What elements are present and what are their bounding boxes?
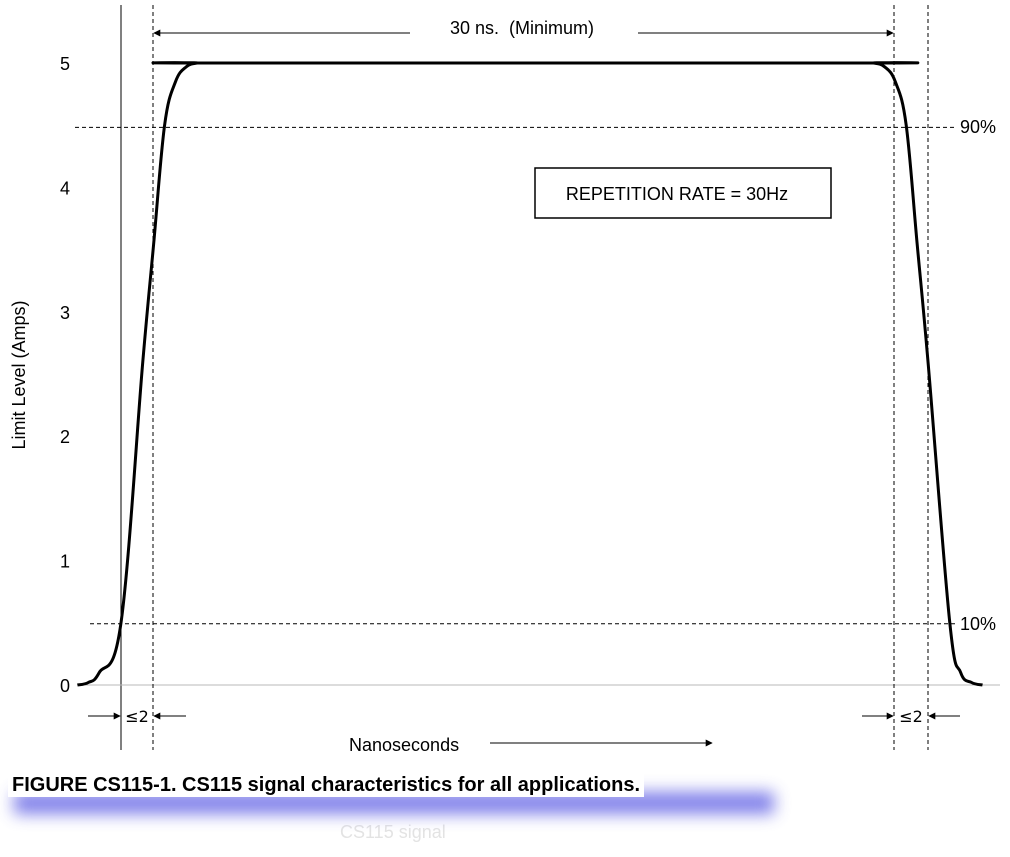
x-axis-label: Nanoseconds (349, 735, 459, 755)
repetition-rate-label: REPETITION RATE = 30Hz (566, 184, 788, 204)
pulse-waveform (77, 61, 983, 687)
pulse-chart: 0 1 2 3 4 5 Limit Level (Amps) 90% 10% 30 ns.… (9, 5, 1000, 755)
y-tick-label: 5 (60, 54, 70, 74)
y-tick-label: 3 (60, 303, 70, 323)
ghost-text: CS115 signal (340, 822, 446, 842)
y-tick-label: 1 (60, 552, 70, 572)
y-tick-label: 0 (60, 676, 70, 696)
fall-time-label: ≤2 (899, 707, 923, 726)
y-tick-labels: 0 1 2 3 4 5 (60, 54, 70, 696)
figure-caption-wrap: FIGURE CS115-1. CS115 signal characteris… (8, 774, 774, 814)
figure-caption: FIGURE CS115-1. CS115 signal characteris… (8, 774, 645, 797)
pulse-width-label: 30 ns. (Minimum) (450, 18, 594, 38)
threshold-10-label: 10% (960, 614, 996, 634)
rise-time-label: ≤2 (125, 707, 149, 726)
repetition-rate-box (534, 167, 832, 219)
y-tick-label: 4 (60, 178, 70, 198)
y-axis-label: Limit Level (Amps) (9, 300, 29, 449)
caption-highlight (14, 792, 774, 814)
y-tick-label: 2 (60, 427, 70, 447)
threshold-90-label: 90% (960, 117, 996, 137)
